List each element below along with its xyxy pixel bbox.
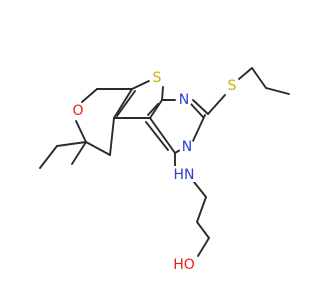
bond [190, 103, 204, 118]
bond [116, 90, 136, 117]
sulfur-atom: S [149, 70, 165, 86]
bond [131, 79, 152, 90]
sulfur-label: S [153, 70, 162, 86]
bond [193, 181, 207, 198]
bond [145, 121, 169, 151]
bond [238, 67, 253, 80]
sulfur-atom: S [224, 78, 240, 94]
bond [196, 196, 207, 223]
bond-layer [39, 67, 290, 257]
bond [75, 120, 87, 143]
bond [192, 114, 206, 142]
bond [192, 99, 209, 115]
bond [71, 141, 87, 165]
hydroxyl-group: HO [172, 256, 196, 273]
bond [109, 117, 115, 156]
nitrogen-label: N [182, 139, 192, 155]
bond [149, 117, 176, 154]
bond [147, 103, 159, 116]
sulfur-label: S [228, 78, 237, 94]
atom-label-layer: S S N N O HN HO [70, 70, 240, 273]
bond [113, 88, 133, 119]
bond [85, 141, 111, 156]
oxygen-label: O [72, 103, 83, 119]
bond [149, 99, 163, 119]
amine-label: HN [174, 167, 195, 183]
bond [251, 67, 267, 89]
bond [174, 149, 181, 154]
bond [207, 94, 226, 115]
bond [197, 237, 210, 257]
bond [56, 141, 87, 147]
oxygen-atom: O [70, 103, 86, 119]
bond [161, 86, 164, 101]
bond [81, 88, 98, 103]
nitrogen-atom: N [176, 92, 192, 108]
nitrogen-label: N [179, 92, 189, 108]
hydroxyl-label: HO [173, 257, 195, 273]
molecule-diagram: S S N N O HN HO [39, 67, 290, 273]
bond [265, 87, 290, 95]
bond [39, 145, 58, 169]
amine-group: HN [174, 166, 196, 183]
bond [196, 221, 210, 239]
nitrogen-atom: N [179, 139, 195, 155]
